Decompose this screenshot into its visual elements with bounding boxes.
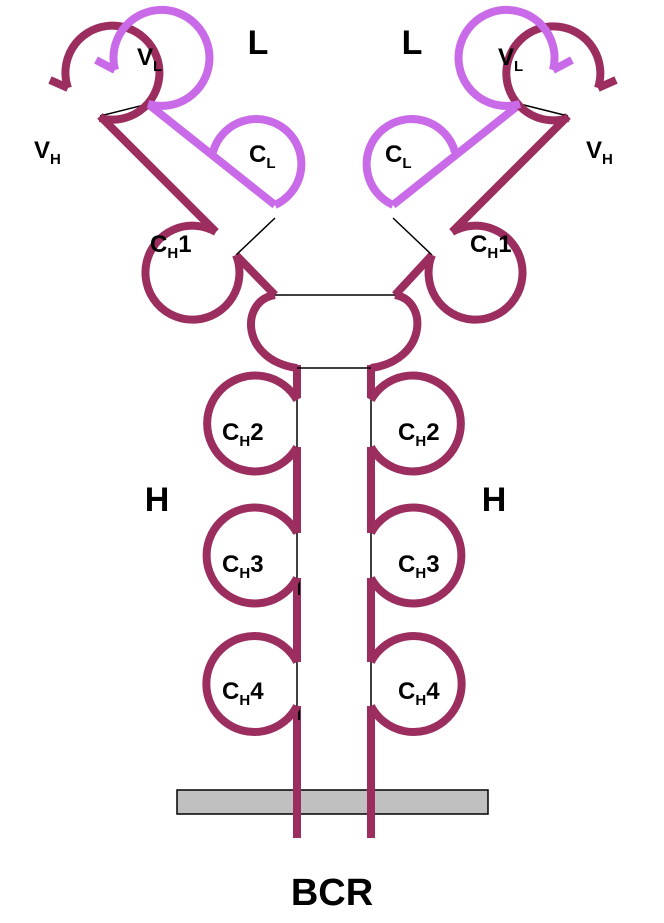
ch2-left-loop xyxy=(203,371,301,476)
vh-right-label: VH xyxy=(586,137,613,168)
cl-left-label: CL xyxy=(249,141,276,172)
stem-marks xyxy=(296,398,372,720)
bcr-caption: BCR xyxy=(291,872,373,914)
ch3-left-loop xyxy=(202,503,301,608)
ch3-left-label: CH3 xyxy=(222,551,264,582)
ch4-right-label: CH4 xyxy=(398,678,440,709)
vh-left-loop xyxy=(61,21,164,124)
cell-membrane xyxy=(176,789,489,815)
cl-right-loop xyxy=(362,115,459,209)
ch4-left-label: CH4 xyxy=(222,678,264,709)
ch2-right-label: CH2 xyxy=(398,419,440,450)
ch1-left-loop xyxy=(141,221,244,324)
ch4-right-loop xyxy=(367,632,466,736)
domain-loops-heavy xyxy=(61,21,605,736)
vh-left-label: VH xyxy=(34,137,61,168)
domain-loops-light xyxy=(109,5,559,209)
vl-left-label: VL xyxy=(137,44,162,75)
heavy-chain-label-right: H xyxy=(482,481,507,519)
vh-right-loop xyxy=(502,22,605,125)
ch3-right-loop xyxy=(367,503,466,608)
cl-right-label: CL xyxy=(385,141,412,172)
ch2-left-label: CH2 xyxy=(222,419,264,450)
light-chain-arm-left xyxy=(94,56,278,209)
light-chain-arm-right xyxy=(390,56,574,209)
ch4-left-loop xyxy=(202,632,301,736)
hinge-loop xyxy=(247,291,422,372)
ch1-right-loop xyxy=(424,221,527,324)
light-chain-label-right: L xyxy=(402,24,423,62)
vl-right-label: VL xyxy=(498,44,523,75)
ch1-left-label: CH1 xyxy=(150,231,192,262)
vl-right-loop xyxy=(454,5,559,110)
cl-left-loop xyxy=(209,115,306,209)
heavy-chain-label-left: H xyxy=(145,481,170,519)
vl-left-loop xyxy=(109,5,214,110)
light-chain-label-left: L xyxy=(248,24,269,62)
ch2-right-loop xyxy=(367,371,465,476)
ch3-right-label: CH3 xyxy=(398,551,440,582)
ch1-right-label: CH1 xyxy=(470,231,512,262)
